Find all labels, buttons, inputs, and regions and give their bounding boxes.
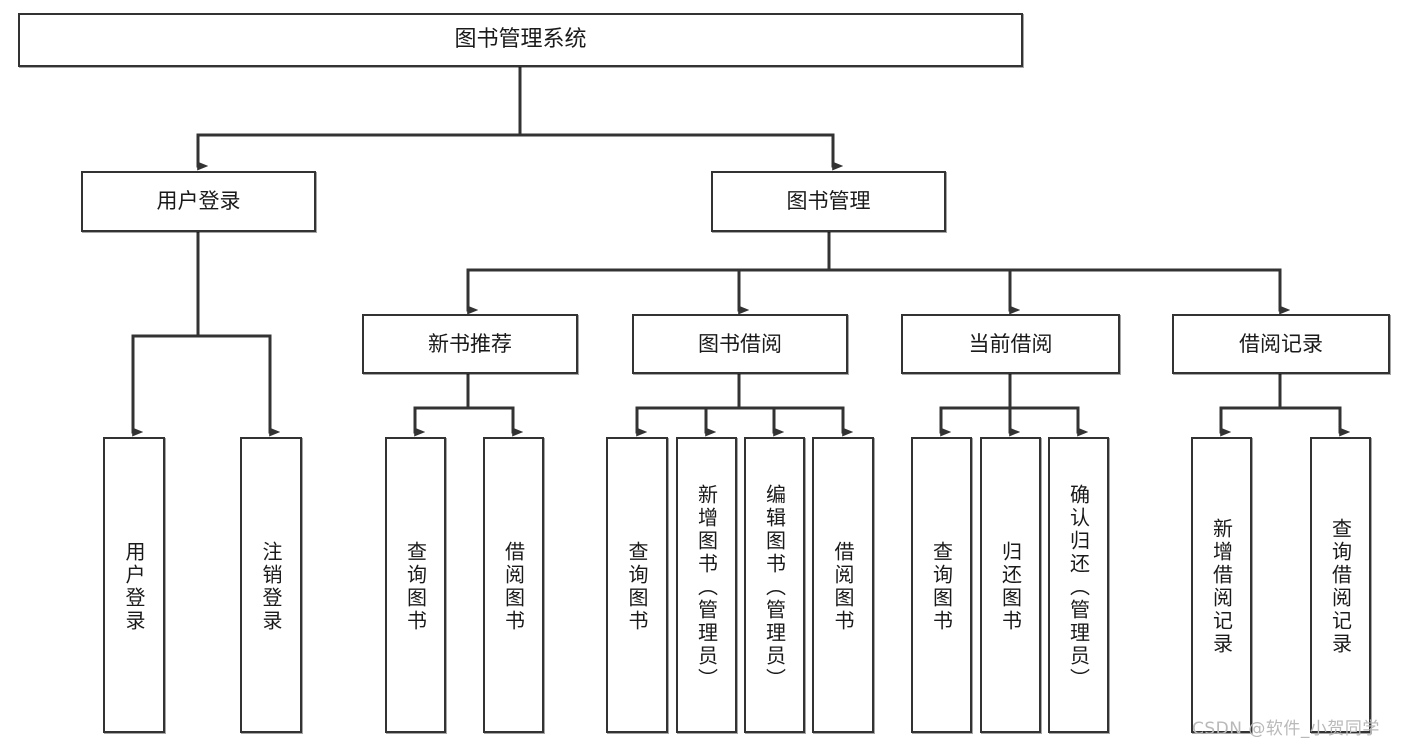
node-label: 查询图书 bbox=[625, 541, 649, 633]
node-label: 归还图书 bbox=[998, 541, 1023, 633]
csdn-watermark: CSDN @软件_小贺同学 bbox=[1192, 719, 1380, 739]
node-label: 新书推荐 bbox=[428, 331, 512, 356]
node-new-book-recommend[interactable]: 新书推荐 bbox=[362, 314, 578, 374]
node-label: 当前借阅 bbox=[968, 331, 1053, 356]
node-label: 查询图书 bbox=[929, 541, 954, 633]
node-label: 用户登录 bbox=[122, 541, 146, 633]
leaf-current-borrow-confirm-return[interactable]: 确认归还（管理员） bbox=[1048, 437, 1109, 733]
node-label: 图书管理 bbox=[786, 189, 871, 214]
node-book-borrow[interactable]: 图书借阅 bbox=[632, 314, 848, 374]
leaf-record-query[interactable]: 查询借阅记录 bbox=[1310, 437, 1371, 733]
leaf-book-borrow-query[interactable]: 查询图书 bbox=[606, 437, 668, 733]
node-root-system[interactable]: 图书管理系统 bbox=[18, 13, 1023, 67]
leaf-new-book-query[interactable]: 查询图书 bbox=[385, 437, 446, 733]
node-label: 借阅记录 bbox=[1239, 331, 1323, 356]
leaf-new-book-borrow[interactable]: 借阅图书 bbox=[483, 437, 544, 733]
leaf-user-login-logout[interactable]: 注销登录 bbox=[240, 437, 302, 733]
node-label: 图书借阅 bbox=[698, 331, 782, 356]
node-label: 确认归还（管理员） bbox=[1066, 483, 1091, 691]
node-user-login[interactable]: 用户登录 bbox=[81, 171, 316, 232]
node-label: 注销登录 bbox=[259, 541, 283, 633]
node-label: 查询图书 bbox=[403, 541, 428, 633]
leaf-user-login-login[interactable]: 用户登录 bbox=[103, 437, 165, 733]
node-label: 用户登录 bbox=[156, 189, 241, 214]
node-label: 新增借阅记录 bbox=[1209, 518, 1234, 656]
node-label: 借阅图书 bbox=[501, 541, 526, 633]
node-current-borrow[interactable]: 当前借阅 bbox=[901, 314, 1120, 374]
node-label: 查询借阅记录 bbox=[1328, 518, 1353, 656]
node-borrow-record[interactable]: 借阅记录 bbox=[1172, 314, 1390, 374]
node-label: 图书管理系统 bbox=[454, 27, 587, 53]
leaf-book-borrow-edit[interactable]: 编辑图书（管理员） bbox=[744, 437, 805, 733]
leaf-current-borrow-return[interactable]: 归还图书 bbox=[980, 437, 1041, 733]
leaf-record-add[interactable]: 新增借阅记录 bbox=[1191, 437, 1252, 733]
node-label: 借阅图书 bbox=[831, 541, 855, 633]
leaf-book-borrow-add[interactable]: 新增图书（管理员） bbox=[676, 437, 737, 733]
leaf-book-borrow-borrow[interactable]: 借阅图书 bbox=[812, 437, 874, 733]
node-book-management[interactable]: 图书管理 bbox=[711, 171, 946, 232]
node-label: 编辑图书（管理员） bbox=[762, 483, 787, 691]
node-label: 新增图书（管理员） bbox=[694, 483, 719, 691]
leaf-current-borrow-query[interactable]: 查询图书 bbox=[911, 437, 972, 733]
